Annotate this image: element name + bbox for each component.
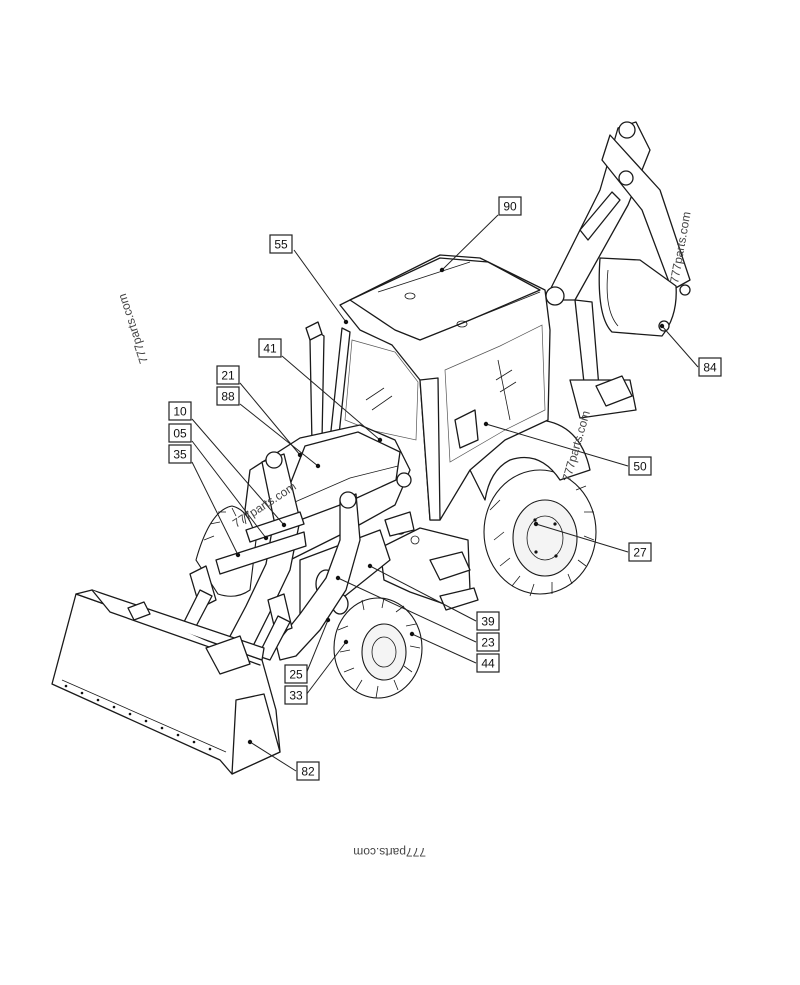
callout-number: 90 (503, 200, 517, 214)
callout-number: 27 (633, 546, 647, 560)
callout-box (216, 386, 240, 406)
callout-number: 41 (263, 342, 277, 356)
callout-number: 10 (173, 405, 187, 419)
callout-33: 33 (284, 685, 308, 705)
callout-88: 88 (216, 386, 240, 406)
callout-box (258, 338, 282, 358)
callout-number: 35 (173, 448, 187, 462)
callout-box (498, 196, 522, 216)
front-right-tire (333, 597, 423, 699)
callout-90: 90 (498, 196, 522, 216)
callout-number: 25 (289, 668, 303, 682)
callout-41: 41 (258, 338, 282, 358)
callout-39: 39 (476, 611, 500, 631)
backhoe-loader-drawing (51, 121, 691, 775)
callout-05: 05 (168, 423, 192, 443)
watermark-777parts: 777parts.com (115, 292, 151, 365)
callout-23: 23 (476, 632, 500, 652)
callout-number: 82 (301, 765, 315, 779)
callout-number: 84 (703, 361, 717, 375)
callout-box (476, 632, 500, 652)
callout-box (216, 365, 240, 385)
callout-82: 82 (296, 761, 320, 781)
front-left-tire (195, 505, 257, 597)
cab (329, 254, 551, 521)
bucket-bolts (64, 684, 212, 751)
callout-number: 33 (289, 689, 303, 703)
callout-10: 10 (168, 401, 192, 421)
exhaust-stack (305, 321, 325, 445)
callout-35: 35 (168, 444, 192, 464)
callout-number: 44 (481, 657, 495, 671)
callout-44: 44 (476, 653, 500, 673)
callout-number: 39 (481, 615, 495, 629)
callout-box (296, 761, 320, 781)
callout-number: 50 (633, 460, 647, 474)
callout-labels: 90 55 41 21 88 10 05 35 84 50 27 39 23 44 25 33 82 (168, 196, 722, 781)
callout-25: 25 (284, 664, 308, 684)
callout-box (698, 357, 722, 377)
rear-tire (483, 469, 597, 597)
callout-27: 27 (628, 542, 652, 562)
callout-box (476, 611, 500, 631)
leader-lines (191, 214, 699, 772)
front-bucket (51, 589, 281, 775)
callout-box (168, 401, 192, 421)
callout-21: 21 (216, 365, 240, 385)
callout-number: 55 (274, 238, 288, 252)
callout-number: 05 (173, 427, 187, 441)
callout-box (476, 653, 500, 673)
watermark-777parts: 777parts.com (353, 845, 426, 859)
callout-50: 50 (628, 456, 652, 476)
callout-number: 88 (221, 390, 235, 404)
callout-box (284, 664, 308, 684)
side-step (379, 527, 479, 611)
callout-box (168, 444, 192, 464)
callout-box (628, 542, 652, 562)
callout-55: 55 (269, 234, 293, 254)
callout-box (269, 234, 293, 254)
callout-box (168, 423, 192, 443)
callout-number: 21 (221, 369, 235, 383)
backhoe-arm (544, 121, 691, 419)
callout-box (628, 456, 652, 476)
callout-number: 23 (481, 636, 495, 650)
callout-box (284, 685, 308, 705)
callout-84: 84 (698, 357, 722, 377)
